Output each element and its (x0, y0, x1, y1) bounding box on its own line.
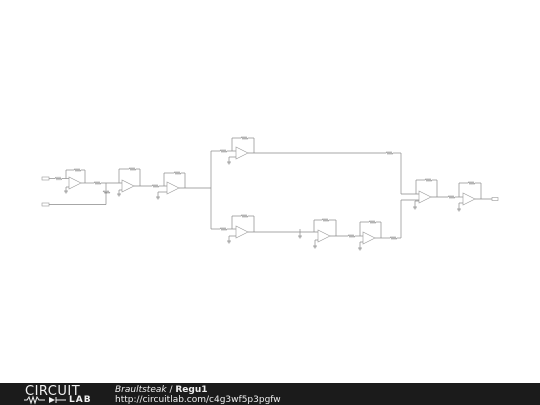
opamp-stage-2 (116, 167, 167, 197)
opamp-stage-lower (219, 214, 318, 244)
footer-bar: CIRCUIT LAB Braultsteak / Regu1 http://c… (0, 383, 540, 405)
opamp-stage-3 (155, 171, 211, 200)
opamp-stage-summer (401, 178, 463, 210)
opamp-stage-1 (54, 168, 122, 205)
project-url-link[interactable]: http://circuitlab.com/c4g3wf5p3pgfw (115, 395, 281, 405)
project-line: Braultsteak / Regu1 (115, 385, 208, 395)
logo-lab-text: LAB (69, 395, 92, 405)
opamp-stage-output (456, 181, 499, 212)
opamp-stage-upper (219, 136, 402, 194)
project-author[interactable]: Braultsteak (115, 385, 167, 395)
opamp-stage-lower-3 (357, 200, 402, 251)
opamp-stage-lower-2 (297, 218, 363, 249)
circuit-schematic (41, 136, 499, 251)
separator: / (166, 385, 176, 395)
input-source-1 (41, 176, 55, 181)
logo-resistor-icon (24, 395, 66, 405)
project-title[interactable]: Regu1 (175, 385, 208, 395)
circuitlab-logo[interactable]: CIRCUIT (25, 384, 81, 399)
input-source-2 (41, 202, 106, 207)
